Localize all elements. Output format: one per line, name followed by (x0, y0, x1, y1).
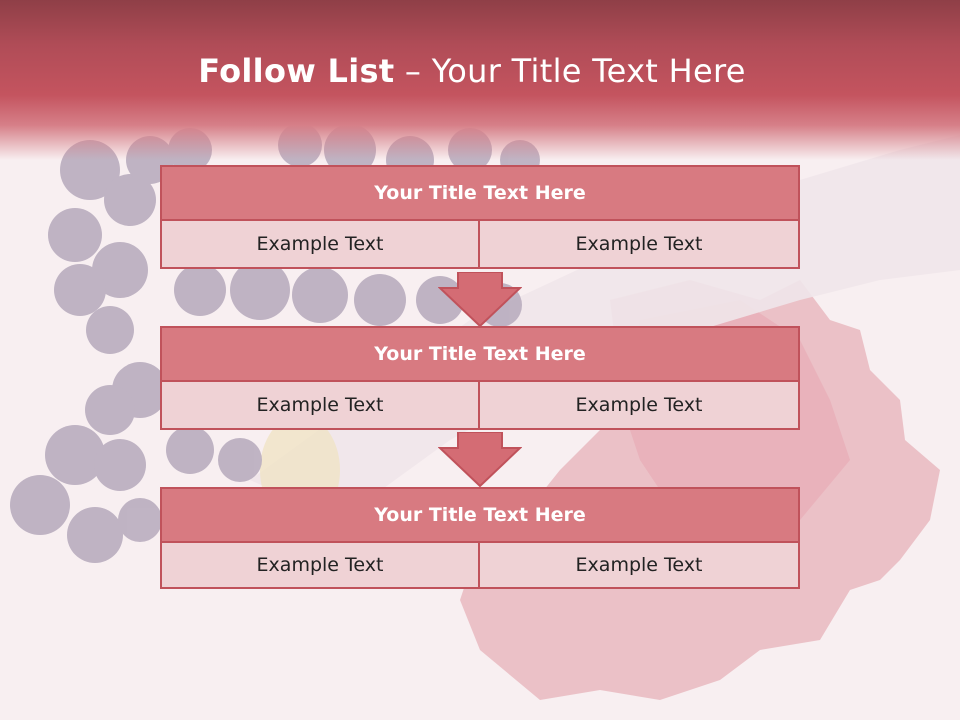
down-arrow-icon (438, 272, 522, 328)
step-3-right-text: Example Text (480, 543, 800, 589)
step-3-left-text: Example Text (160, 543, 480, 589)
step-block-3: Your Title Text Here Example Text Exampl… (160, 487, 800, 591)
step-2-right-text: Example Text (480, 382, 800, 430)
step-1-right-text: Example Text (480, 221, 800, 269)
step-title-1: Your Title Text Here (160, 165, 800, 221)
down-arrow-icon (438, 432, 522, 488)
step-block-2: Your Title Text Here Example Text Exampl… (160, 326, 800, 430)
step-title-2: Your Title Text Here (160, 326, 800, 382)
slide-title-bold: Follow List (198, 52, 395, 90)
step-block-1: Your Title Text Here Example Text Exampl… (160, 165, 800, 269)
title-banner (0, 0, 960, 160)
step-title-3: Your Title Text Here (160, 487, 800, 543)
step-2-left-text: Example Text (160, 382, 480, 430)
slide-title: Follow List – Your Title Text Here (0, 52, 944, 90)
step-1-left-text: Example Text (160, 221, 480, 269)
slide-title-rest: – Your Title Text Here (394, 52, 746, 90)
